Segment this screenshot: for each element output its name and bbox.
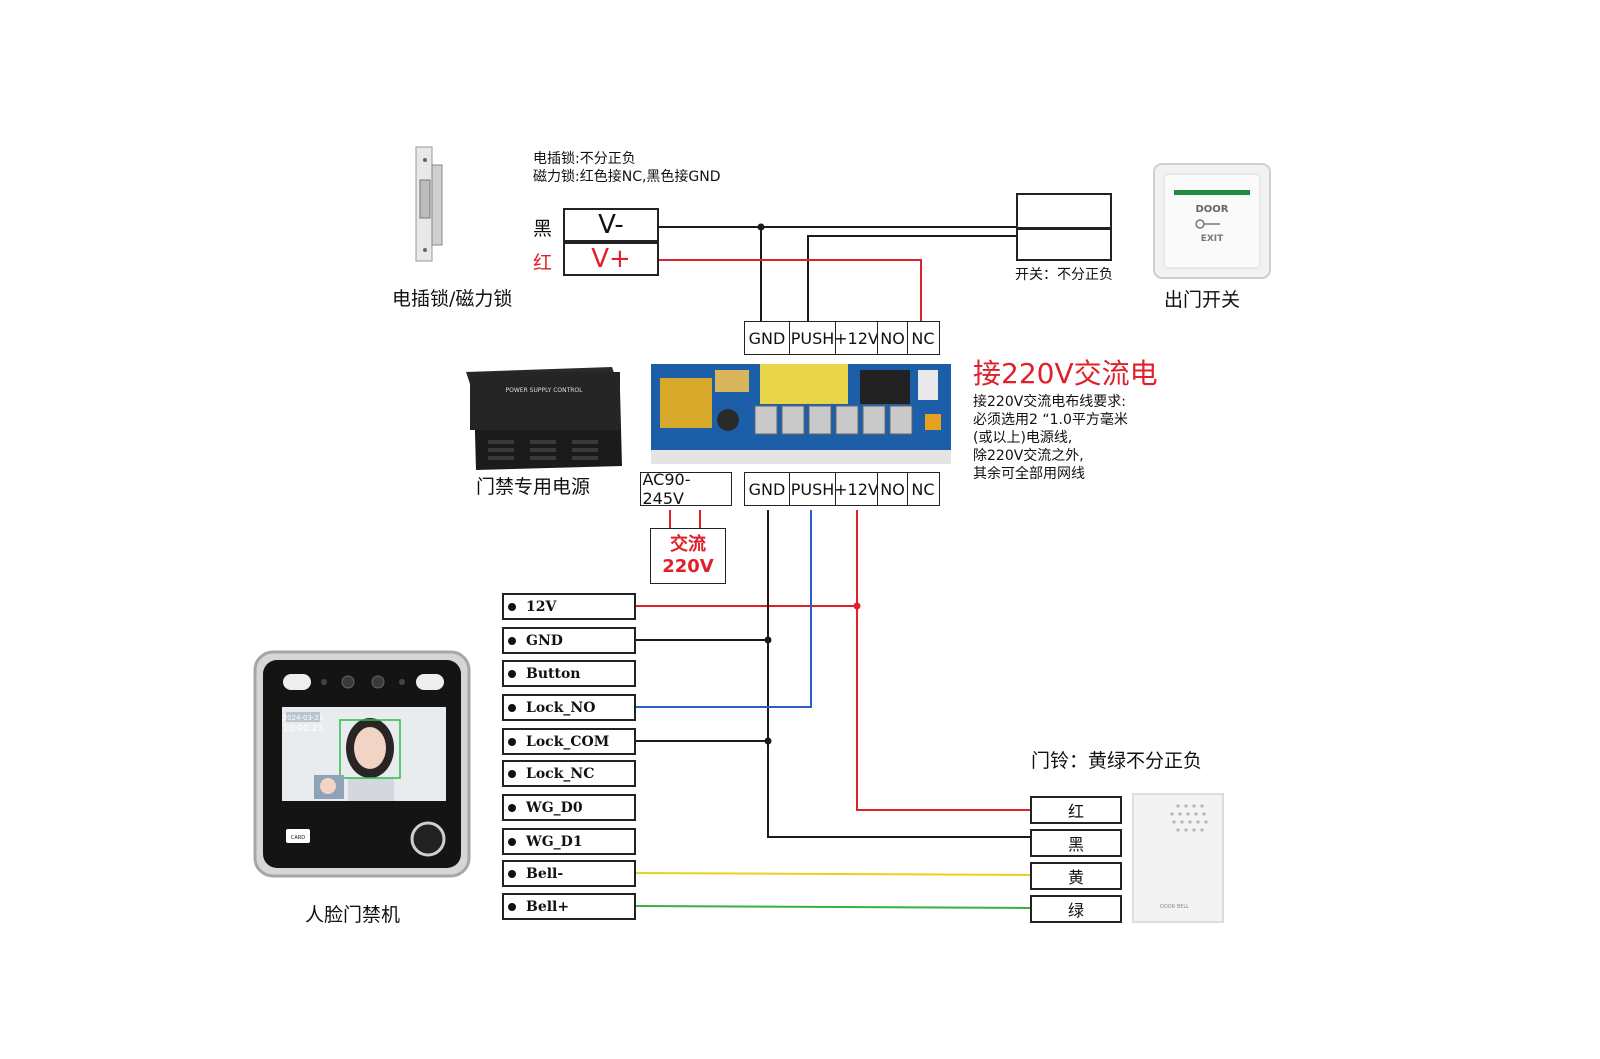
wire-gnd-bottom — [767, 510, 1030, 838]
junction-dot — [764, 737, 772, 745]
psu-top-terminals: GND PUSH +12V NO NC — [743, 321, 940, 355]
psu-top-terminal: NO — [877, 321, 908, 355]
exit-switch-illustration: DOOR EXIT — [1153, 163, 1271, 279]
screen-date: 2024-03-21 — [283, 714, 324, 722]
psu-bottom-terminal: PUSH — [789, 472, 836, 506]
pin-wg-d0: WG_D0 — [502, 794, 636, 821]
ac-input-line2: 220V — [662, 556, 714, 577]
wire-lock-vplus — [658, 259, 922, 321]
ac-notice-line: 必须选用2 “1.0平方毫米 — [973, 412, 1128, 428]
exit-switch-note: 开关：不分正负 — [1015, 267, 1113, 283]
psu-ac-terminal: AC90-245V — [639, 470, 732, 508]
doorbell-illustration: DOOR BELL — [1132, 793, 1224, 923]
pin-button: Button — [502, 660, 636, 687]
electric-lock-illustration — [415, 146, 443, 262]
pin-label: Bell+ — [526, 898, 570, 915]
psu-top-terminal: +12V — [834, 321, 879, 355]
psu-bottom-terminal: GND — [743, 472, 791, 506]
pin-label: Lock_COM — [526, 733, 610, 750]
doorbell-brand: DOOR BELL — [1160, 904, 1189, 910]
ac-notice-title: 接220V交流电 — [973, 357, 1158, 390]
junction-dot — [853, 602, 861, 610]
screen-time: 10:00:23 — [283, 724, 323, 734]
wires — [635, 226, 1110, 909]
lock-black-label: 黑 — [533, 218, 553, 240]
ac-notice-line: 接220V交流电布线要求: — [973, 394, 1127, 410]
ac-notice-line: 其余可全部用网线 — [973, 466, 1085, 482]
exit-switch-terminal-2 — [1016, 228, 1112, 261]
psu-bottom-terminal: NC — [906, 472, 940, 506]
ac-notice-line: (或以上)电源线, — [973, 430, 1073, 446]
psu-caption: 门禁专用电源 — [476, 476, 591, 498]
doorbell-note: 门铃：黄绿不分正负 — [1031, 750, 1203, 772]
lock-red-label: 红 — [533, 252, 553, 274]
wire-12v-up — [856, 510, 1030, 811]
wire-exit-push — [807, 235, 1110, 321]
pin-lock-nc: Lock_NC — [502, 760, 636, 787]
exit-switch-terminal-1 — [1016, 193, 1112, 229]
pin-lock-com: Lock_COM — [502, 728, 636, 755]
pin-label: WG_D1 — [526, 833, 583, 850]
junction-dot — [764, 636, 772, 644]
psu-top-terminal: NC — [906, 321, 940, 355]
psu-top-terminal: PUSH — [789, 321, 836, 355]
ac-input-box: 交流 220V — [650, 528, 726, 584]
pin-label: WG_D0 — [526, 799, 583, 816]
pin-bell-minus: Bell- — [502, 860, 636, 887]
exit-switch-caption: 出门开关 — [1164, 289, 1241, 311]
exit-button-text-door: DOOR — [1195, 204, 1228, 215]
card-label: CARD — [291, 835, 305, 841]
doorbell-terminal-black: 黑 — [1030, 829, 1122, 857]
pin-label: Button — [526, 665, 581, 682]
pin-gnd: GND — [502, 627, 636, 654]
pin-label: Lock_NO — [526, 699, 596, 716]
doorbell-terminal-yellow: 黄 — [1030, 862, 1122, 890]
wire-lock-no — [636, 510, 812, 708]
lock-caption: 电插锁/磁力锁 — [392, 288, 513, 310]
lock-vminus-terminal: V- — [563, 208, 659, 242]
pin-label: Lock_NC — [526, 765, 595, 782]
lock-note-1: 电插锁:不分正负 — [533, 151, 636, 167]
psu-top-terminal: GND — [743, 321, 791, 355]
junction-dot — [757, 223, 765, 231]
pin-wg-d1: WG_D1 — [502, 828, 636, 855]
doorbell-terminal-green: 绿 — [1030, 895, 1122, 923]
lock-vplus-terminal: V+ — [563, 242, 659, 276]
psu-bottom-terminal: NO — [877, 472, 908, 506]
psu-board-illustration — [651, 364, 951, 464]
psu-bottom-terminal: +12V — [834, 472, 879, 506]
doorbell-terminal-red: 红 — [1030, 796, 1122, 824]
junctions — [757, 223, 861, 745]
face-terminal-illustration: 2024-03-21 10:00:23 CARD — [253, 650, 471, 878]
pin-label: 12V — [526, 598, 557, 615]
ac-notice-line: 除220V交流之外, — [973, 448, 1084, 464]
psu-ac-terminal-row: AC90-245V — [639, 470, 732, 508]
psu-box-illustration: POWER SUPPLY CONTROL — [466, 367, 622, 470]
psu-bottom-terminals: GND PUSH +12V NO NC — [743, 472, 940, 506]
pin-label: GND — [526, 632, 563, 649]
pin-bell-plus: Bell+ — [502, 893, 636, 920]
wire-bell-minus — [635, 872, 1031, 876]
exit-button-text-exit: EXIT — [1201, 234, 1224, 244]
pin-lock-no: Lock_NO — [502, 694, 636, 721]
ac-input-line1: 交流 — [670, 534, 706, 555]
lock-note-2: 磁力锁:红色接NC,黑色接GND — [533, 169, 721, 185]
pin-label: Bell- — [526, 865, 564, 882]
pin-12v: 12V — [502, 593, 636, 620]
psu-box-text: POWER SUPPLY CONTROL — [506, 387, 584, 394]
wire-bell-plus — [635, 905, 1031, 909]
terminal-caption: 人脸门禁机 — [305, 904, 401, 926]
